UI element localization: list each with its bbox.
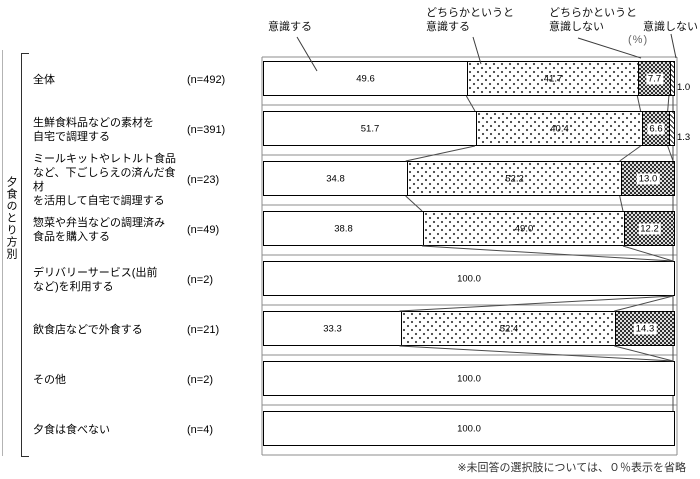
connector-line <box>399 295 674 312</box>
bar-segment-どちらかというと意識しない: 13.0 <box>621 162 674 195</box>
leader-line <box>670 33 677 59</box>
category-label: 飲食店などで外食する <box>33 324 143 336</box>
bar-segment-どちらかというと意識しない: 12.2 <box>624 212 674 245</box>
leader-line <box>472 36 482 65</box>
legend-label-aware: 意識する <box>268 21 312 33</box>
connector-line <box>465 95 476 112</box>
group-axis-label: 夕食のとり方別 <box>5 176 17 260</box>
connector-line <box>636 95 642 112</box>
value-label: 13.0 <box>636 173 660 184</box>
bar-segment-どちらかというと意識する: 49.0 <box>423 212 624 245</box>
connector-line <box>667 95 670 112</box>
stacked-bar: 51.7 40.4 6.6 <box>263 111 675 146</box>
category-label: ミールキットやレトルト食品 など、下ごしらえの済んだ食材 を活用して自宅で調理す… <box>33 153 176 207</box>
bar-segment-どちらかというと意識する: 52.4 <box>401 312 616 345</box>
bar-segment-どちらかというと意識する: 40.4 <box>476 112 642 145</box>
bar-segment-どちらかというと意識しない: 14.3 <box>615 312 674 345</box>
connector-line <box>667 145 674 162</box>
value-label: 100.0 <box>457 373 481 384</box>
value-label: 6.6 <box>647 123 665 134</box>
value-label: 40.4 <box>550 123 569 134</box>
value-label-outside: 1.0 <box>676 82 692 93</box>
sample-size-label: (n=21) <box>187 324 220 336</box>
bar-segment-意識する: 38.8 <box>264 212 423 245</box>
stacked-bar: 100.0 <box>263 261 675 296</box>
value-label: 100.0 <box>457 273 481 284</box>
bar-segment-どちらかというと意識する: 52.2 <box>407 162 621 195</box>
legend-label-somewhat-aware: どちらかというと 意識する <box>426 7 514 33</box>
value-label: 49.6 <box>356 73 375 84</box>
stacked-bar: 100.0 <box>263 361 675 396</box>
bar-segment-意識する: 100.0 <box>264 412 674 445</box>
value-label: 33.3 <box>323 323 342 334</box>
connector-line <box>622 245 674 262</box>
sample-size-label: (n=49) <box>187 224 220 236</box>
value-label: 52.4 <box>499 323 519 334</box>
value-label: 49.0 <box>514 223 534 234</box>
sample-size-label: (n=2) <box>187 274 213 286</box>
sample-size-label: (n=492) <box>187 74 226 86</box>
connector-line <box>614 295 674 312</box>
bar-segment-どちらかというと意識しない: 7.7 <box>638 62 670 95</box>
category-label: 惣菜や弁当などの調理済み 食品を購入する <box>33 217 165 243</box>
sample-size-label: (n=4) <box>187 424 213 436</box>
stacked-bar: 49.6 41.7 7.7 <box>263 61 675 96</box>
connector-line <box>422 245 674 262</box>
bar-segment-意識する: 49.6 <box>264 62 467 95</box>
connector-line <box>399 345 674 362</box>
value-label: 51.7 <box>360 123 380 134</box>
bar-segment-どちらかというと意識しない: 6.6 <box>642 112 669 145</box>
legend-label-somewhat-unaware: どちらかというと 意識しない <box>549 7 637 33</box>
percent-unit-label: (%) <box>628 34 649 46</box>
connector-line <box>614 345 674 362</box>
category-label: 生鮮食料品などの素材を 自宅で調理する <box>33 117 154 143</box>
connector-line <box>405 195 423 212</box>
value-label: 14.3 <box>633 323 657 334</box>
connector-line <box>619 145 641 162</box>
stacked-bar: 38.8 49.0 12.2 <box>263 211 675 246</box>
category-label: 全体 <box>33 74 55 86</box>
bar-segment-意識する: 33.3 <box>264 312 401 345</box>
bar-segment-意識しない <box>669 112 674 145</box>
outer-border-line <box>2 50 3 456</box>
value-label: 100.0 <box>457 423 481 434</box>
group-bracket <box>21 53 29 457</box>
bar-segment-意識する: 51.7 <box>264 112 476 145</box>
value-label-outside: 1.3 <box>676 132 692 143</box>
bar-segment-意識する: 34.8 <box>264 162 407 195</box>
footnote: ※未回答の選択肢については、０％表示を省略 <box>457 462 686 474</box>
sample-size-label: (n=23) <box>187 174 220 186</box>
bar-segment-意識する: 100.0 <box>264 362 674 395</box>
sample-size-label: (n=2) <box>187 374 213 386</box>
category-label: その他 <box>33 374 66 386</box>
value-label: 7.7 <box>645 73 664 84</box>
stacked-bar: 34.8 52.2 13.0 <box>263 161 675 196</box>
connector-line <box>405 145 476 162</box>
sample-size-label: (n=391) <box>187 124 226 136</box>
stacked-bar: 100.0 <box>263 411 675 446</box>
value-label: 41.7 <box>543 73 563 84</box>
value-label: 12.2 <box>638 223 661 234</box>
category-label: デリバリーサービス(出前 など)を利用する <box>33 267 158 293</box>
value-label: 52.2 <box>505 173 524 184</box>
stacked-bar: 33.3 52.4 14.3 <box>263 311 675 346</box>
category-label: 夕食は食べない <box>33 424 110 436</box>
bar-segment-意識しない <box>670 62 674 95</box>
connector-line <box>619 195 624 212</box>
bar-segment-どちらかというと意識する: 41.7 <box>467 62 638 95</box>
value-label: 34.8 <box>326 173 345 184</box>
value-label: 38.8 <box>334 223 353 234</box>
legend-label-unaware: 意識しない <box>643 21 698 33</box>
bar-segment-意識する: 100.0 <box>264 262 674 295</box>
